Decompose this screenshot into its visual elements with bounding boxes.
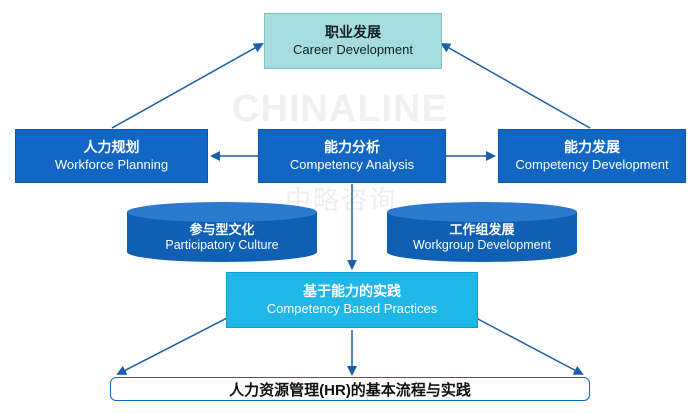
- node-career-development: 职业发展 Career Development: [264, 13, 442, 69]
- node-competency-analysis: 能力分析 Competency Analysis: [258, 129, 446, 183]
- node-culture-en: Participatory Culture: [165, 238, 279, 253]
- node-practices-zh: 基于能力的实践: [303, 283, 401, 300]
- node-competency-based-practices: 基于能力的实践 Competency Based Practices: [226, 272, 478, 328]
- cylinder-workgroup-development: [387, 202, 577, 262]
- node-workgroup-zh: 工作组发展: [449, 222, 515, 238]
- node-development-en: Competency Development: [515, 156, 669, 172]
- node-analysis-zh: 能力分析: [324, 139, 380, 156]
- node-analysis-en: Competency Analysis: [289, 156, 415, 172]
- node-workgroup-development: 工作组发展 Workgroup Development: [387, 216, 577, 260]
- watermark-text: CHINALINE: [232, 88, 448, 130]
- arrow-development-to-career: [440, 43, 591, 129]
- node-career-zh: 职业发展: [325, 24, 381, 41]
- cylinder-participatory-culture: [127, 202, 317, 262]
- node-workgroup-en: Workgroup Development: [412, 238, 552, 253]
- node-competency-development: 能力发展 Competency Development: [498, 129, 686, 183]
- node-workforce-en: Workforce Planning: [54, 156, 169, 172]
- node-workforce-planning: 人力规划 Workforce Planning: [15, 129, 208, 183]
- footer-hr-process: 人力资源管理(HR)的基本流程与实践: [110, 377, 590, 401]
- node-culture-zh: 参与型文化: [189, 222, 255, 238]
- node-participatory-culture: 参与型文化 Participatory Culture: [127, 216, 317, 260]
- node-career-en: Career Development: [293, 41, 413, 57]
- arrow-workforce-to-career: [111, 43, 264, 129]
- node-development-zh: 能力发展: [564, 139, 620, 156]
- node-practices-en: Competency Based Practices: [266, 300, 438, 316]
- node-workforce-zh: 人力规划: [83, 139, 140, 156]
- footer-text: 人力资源管理(HR)的基本流程与实践: [229, 381, 471, 399]
